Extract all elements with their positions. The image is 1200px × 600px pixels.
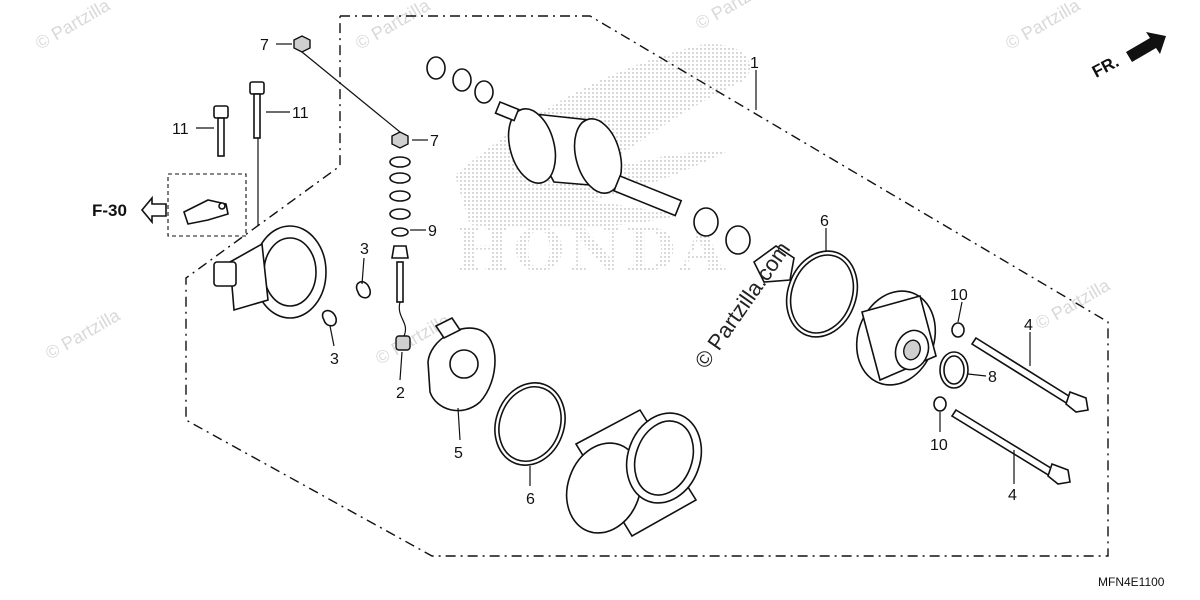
callout-7-lower: 7 [430,133,439,150]
callout-10-lower: 10 [930,437,948,454]
terminal-bolt [395,261,411,351]
callout-9: 9 [428,223,437,240]
corner-watermark-mr: © Partzilla [1032,275,1114,334]
callout-7-top: 7 [260,37,269,54]
callout-11-right: 11 [292,105,309,122]
corner-watermark-tr1: © Partzilla [692,0,774,33]
corner-watermark-tr2: © Partzilla [1002,0,1084,53]
callout-2: 2 [396,385,405,402]
brush-holder-plate [427,316,496,412]
front-direction-arrow-icon [1126,32,1166,62]
callout-8: 8 [988,369,997,386]
callout-5: 5 [454,445,463,462]
rear-cover [213,225,327,319]
o-ring-6-upper [785,250,859,338]
reference-label: F-30 [92,201,127,220]
callout-4-lower: 4 [1008,487,1017,504]
nut-7-top [293,35,311,53]
corner-watermark-tl: © Partzilla [32,0,114,53]
callout-3-upper: 3 [360,241,369,258]
long-bolt-4-lower [950,408,1071,485]
thrust-washers-lower [693,207,751,255]
motor-yoke [565,408,703,538]
honda-brand-watermark: HONDA [455,216,729,284]
diagram-code: MFN4E1100 [1098,575,1165,589]
corner-watermark-ml: © Partzilla [42,305,124,364]
callout-1: 1 [750,55,759,72]
washer-stack [389,156,411,259]
armature [494,100,683,217]
brush-spring-lower [321,309,337,327]
f30-arrow-icon [140,195,167,225]
bolt-11-right [249,81,265,139]
f30-reference-box [167,173,247,237]
nut-7-lower [391,131,409,149]
insulator-plate [752,245,795,283]
front-cover [855,290,937,386]
long-bolt-4-upper [970,336,1089,413]
callout-6-upper: 6 [820,213,829,230]
washer-10-lower [933,396,947,412]
callout-4-upper: 4 [1024,317,1033,334]
corner-watermark-tc: © Partzilla [352,0,434,53]
washer-10-upper [951,322,965,338]
brush-spring-upper [355,281,371,299]
o-ring-6-lower [494,382,566,466]
thrust-washers-upper [426,56,494,104]
callout-11-left: 11 [172,121,189,138]
callout-10-upper: 10 [950,287,968,304]
terminal-bracket [183,199,229,225]
callout-3-lower: 3 [330,351,339,368]
bolt-11-left [213,105,229,157]
o-ring-8 [939,351,969,389]
assembly-boundary [185,15,1109,557]
direction-label: FR. [1089,52,1122,82]
leader-lines [196,43,1031,486]
callout-6-lower: 6 [526,491,535,508]
